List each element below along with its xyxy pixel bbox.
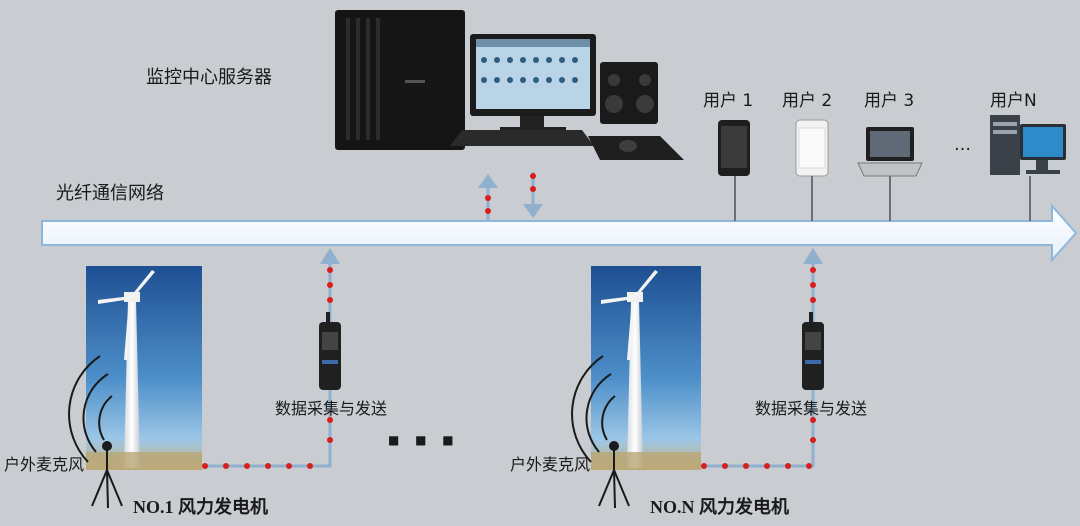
user-n-label: 用户N (990, 91, 1037, 111)
fiber-network-trunk (42, 206, 1076, 260)
acquisition-n-label: 数据采集与发送 (755, 399, 867, 419)
turbine-1-label: NO.1 风力发电机 (133, 497, 268, 517)
server-uplink-arrow (478, 174, 498, 221)
microphone-n-label: 户外麦克风 (510, 455, 590, 475)
acquisition-1-label: 数据采集与发送 (275, 399, 387, 419)
turbine-n-label: NO.N 风力发电机 (650, 497, 789, 517)
user-1-phone-icon (718, 120, 750, 221)
user-n-desktop-icon (990, 115, 1066, 221)
microphone-1-label: 户外麦克风 (4, 455, 84, 475)
users-ellipsis: … (954, 135, 971, 155)
server-workstation-icon (335, 10, 684, 160)
network-label: 光纤通信网络 (56, 184, 164, 204)
user-1-label: 用户 1 (703, 91, 753, 111)
server-downlink-arrow (523, 172, 543, 218)
turbines-ellipsis: ■ ■ ■ (388, 430, 460, 450)
server-label: 监控中心服务器 (146, 68, 272, 88)
user-3-laptop-icon (858, 127, 922, 221)
user-3-label: 用户 3 (864, 91, 914, 111)
turbine-1-acquisition-device-icon (319, 312, 341, 390)
user-2-label: 用户 2 (782, 91, 832, 111)
turbine-n-acquisition-device-icon (802, 312, 824, 390)
user-2-phone-icon (796, 120, 828, 221)
